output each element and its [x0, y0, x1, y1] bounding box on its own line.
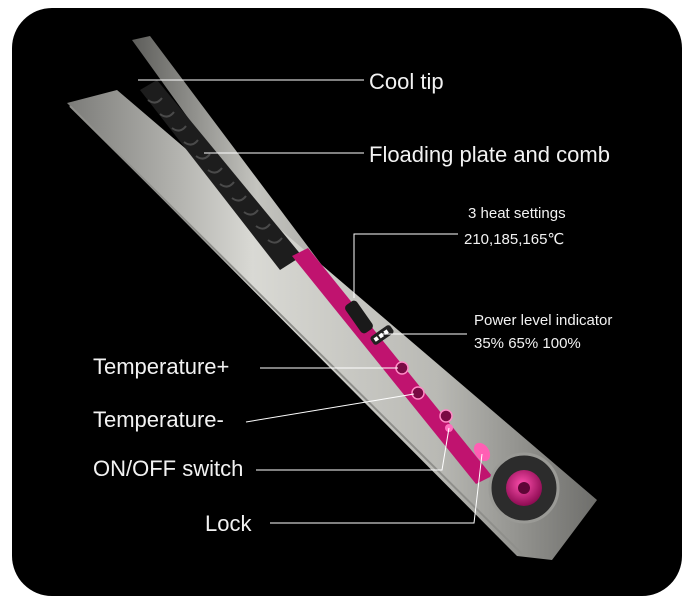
label-cool-tip: Cool tip	[369, 69, 444, 94]
label-temperature-minus: Temperature-	[93, 407, 224, 432]
lock-slider[interactable]	[471, 440, 494, 464]
heat-display	[345, 300, 373, 334]
temp-minus-button[interactable]	[411, 386, 425, 400]
leader-lines	[138, 79, 483, 524]
power-button[interactable]	[439, 409, 453, 423]
control-strip	[292, 248, 492, 484]
label-heat-settings-values: 210,185,165℃	[464, 231, 565, 248]
label-heat-settings-title: 3 heat settings	[468, 205, 566, 222]
label-temperature-plus: Temperature+	[93, 354, 230, 379]
label-floading-plate: Floading plate and comb	[369, 142, 610, 167]
label-power-indicator-values: 35% 65% 100%	[474, 335, 581, 352]
label-onoff-switch: ON/OFF switch	[93, 456, 244, 481]
comb-teeth	[147, 97, 283, 244]
hair-straightener-illustration	[67, 36, 597, 560]
floating-plate-and-comb	[140, 80, 302, 270]
label-power-indicator-title: Power level indicator	[474, 312, 613, 329]
product-card: Cool tip Floading plate and comb 3 heat …	[12, 8, 682, 596]
label-lock: Lock	[205, 511, 252, 536]
